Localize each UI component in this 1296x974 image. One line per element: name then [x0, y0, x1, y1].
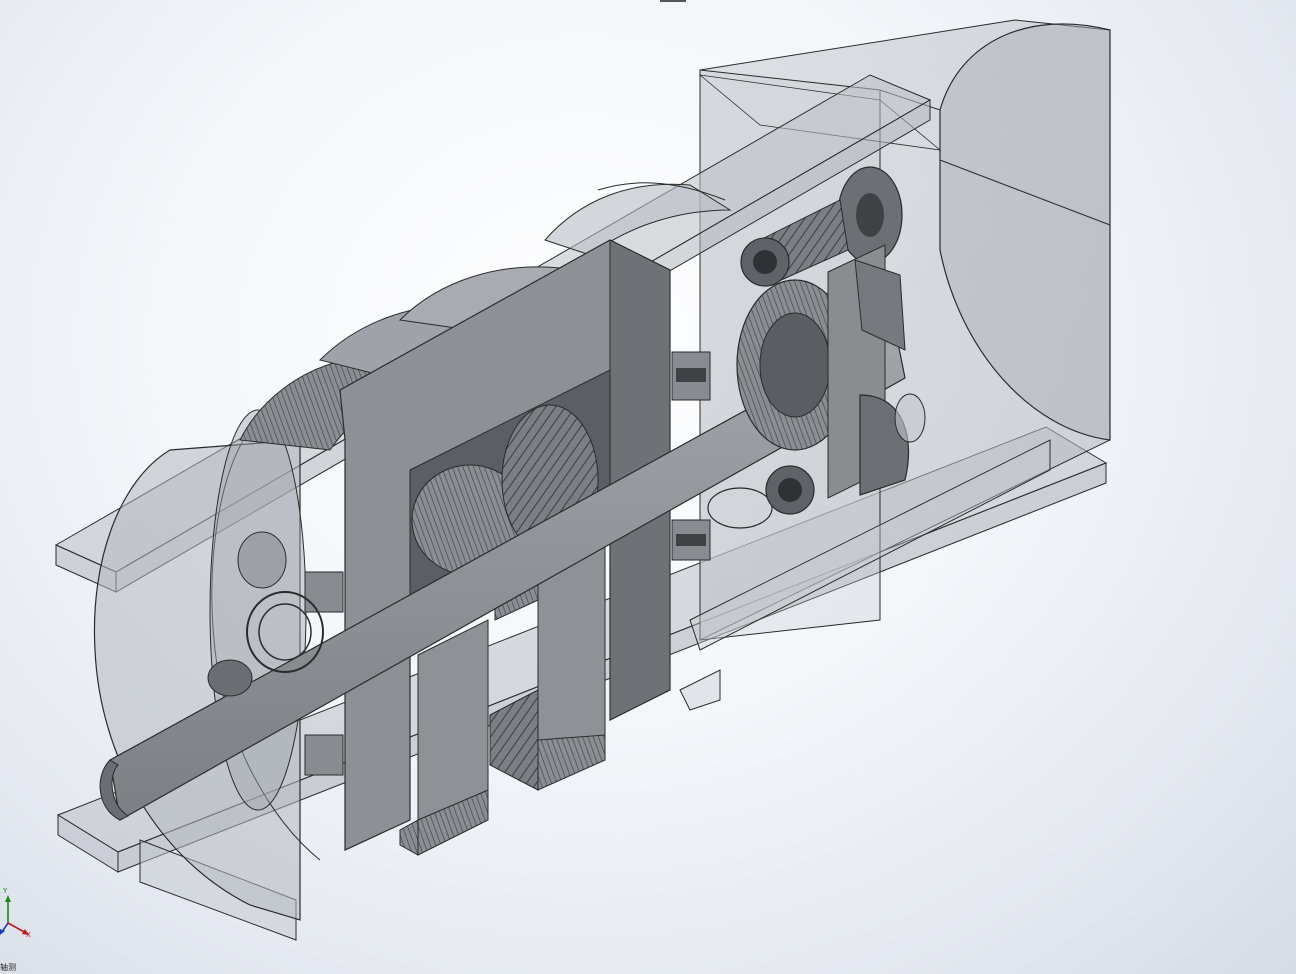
rear-gear-train[interactable]: [736, 166, 926, 515]
rear-lower-tray[interactable]: [679, 439, 1051, 711]
triad-x-label: X: [26, 931, 31, 939]
triad-axes-icon: [0, 895, 29, 935]
frame-bearings[interactable]: [207, 351, 773, 776]
heads-up-toolbar-marker: [660, 0, 686, 2]
triad-y-label: Y: [3, 887, 8, 895]
coordinate-triad: Y X: [0, 885, 40, 945]
view-orientation-caption: 轴测: [0, 963, 16, 972]
main-shaft[interactable]: [99, 327, 906, 821]
